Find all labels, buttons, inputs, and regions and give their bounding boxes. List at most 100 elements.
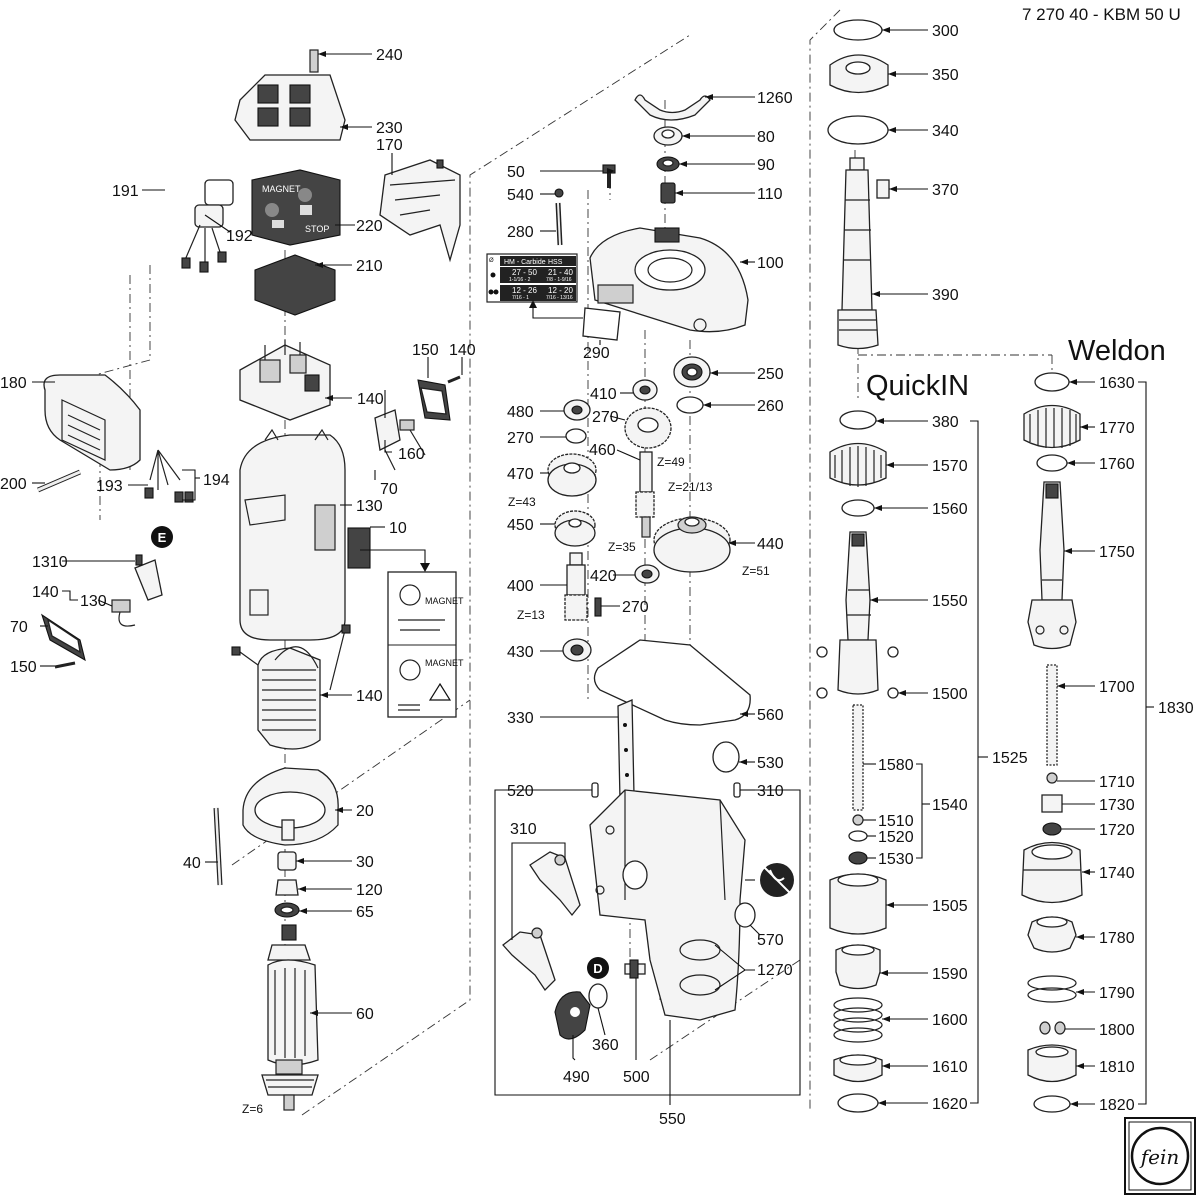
tooth-count-label: Z=49 (657, 455, 685, 469)
seal-110 (656, 156, 680, 172)
part-label-140: 140 (32, 584, 59, 601)
part-label-1700: 1700 (1099, 679, 1135, 696)
part-label-90: 90 (757, 157, 775, 174)
center-small-screws (554, 164, 616, 246)
tooth-count-label: Z=6 (242, 1102, 263, 1116)
part-label-360: 360 (592, 1037, 619, 1054)
circlip-460 (565, 428, 587, 444)
part-label-160: 160 (398, 446, 425, 463)
part-label-200: 200 (0, 476, 27, 493)
table-r1-hm-b: 1-1/16 - 2 (509, 277, 531, 283)
table-r2-hm-b: 7/16 - 1 (512, 295, 529, 301)
table-r2-hss-a: 12 - 20 (548, 286, 573, 295)
part-label-370: 370 (932, 182, 959, 199)
spring-1510 (852, 704, 864, 811)
part-label-520: 520 (507, 783, 534, 800)
quickin-heading: QuickIN (866, 370, 969, 402)
part-label-340: 340 (932, 123, 959, 140)
part-label-194: 194 (203, 472, 230, 489)
part-label-420: 420 (590, 568, 617, 585)
part-label-191: 191 (112, 183, 139, 200)
part-label-1600: 1600 (932, 1012, 968, 1029)
circlip-1540 (848, 851, 868, 865)
part-label-1750: 1750 (1099, 544, 1135, 561)
part-label-460: 460 (589, 442, 616, 459)
sleeve-1780 (1021, 841, 1083, 904)
part-label-350: 350 (932, 67, 959, 84)
gear-400 (653, 516, 731, 573)
cable-assembly (144, 72, 234, 503)
circlip-1740 (1042, 822, 1062, 836)
part-label-80: 80 (757, 129, 775, 146)
bearing-340 (829, 54, 889, 94)
part-label-60: 60 (356, 1006, 374, 1023)
knob-500 (554, 991, 591, 1040)
table-hm-header: HM - Carbide (504, 259, 546, 266)
fein-logo: fein (1124, 1117, 1196, 1195)
part-label-1780: 1780 (1099, 930, 1135, 947)
part-label-1510: 1510 (878, 813, 914, 830)
part-label-130: 130 (80, 593, 107, 610)
bushing-90 (653, 126, 683, 146)
grub-screw-100 (660, 182, 676, 204)
part-label-100: 100 (757, 255, 784, 272)
shaft-470 (635, 451, 655, 538)
part-label-30: 30 (356, 854, 374, 871)
screw-30 (213, 807, 223, 886)
pins-1810 (1039, 1021, 1066, 1035)
part-label-310: 310 (510, 821, 537, 838)
switch-stop-text: STOP (305, 224, 329, 234)
part-label-560: 560 (757, 707, 784, 724)
sleeve-1790 (1027, 916, 1077, 953)
sleeve-1590 (829, 873, 887, 935)
tooth-count-label: Z=35 (608, 540, 636, 554)
part-label-500: 500 (623, 1069, 650, 1086)
card-magnet-bottom-text: MAGNET (425, 658, 464, 668)
part-label-1540: 1540 (932, 797, 968, 814)
shank-1500 (837, 531, 879, 695)
part-label-530: 530 (757, 755, 784, 772)
part-label-1505: 1505 (932, 898, 968, 915)
knurled-nut-1560 (829, 442, 887, 487)
part-label-270: 270 (592, 409, 619, 426)
part-label-480: 480 (507, 404, 534, 421)
part-label-192: 192 (226, 228, 253, 245)
rail-560 (617, 699, 635, 801)
table-r1-hss-b: 7/8 - 1-9/16 (546, 277, 572, 283)
levers-570 (502, 851, 581, 992)
bushing-1720 (1041, 794, 1063, 813)
part-label-1590: 1590 (932, 966, 968, 983)
key-430 (594, 597, 602, 617)
marker-e-text: E (158, 530, 167, 545)
part-label-150: 150 (10, 659, 37, 676)
tooth-count-label: Z=43 (508, 495, 536, 509)
knurled-nut-1760 (1023, 404, 1081, 449)
end-plate-40 (242, 767, 339, 846)
part-label-130: 130 (356, 498, 383, 515)
washer-1530 (848, 830, 868, 842)
balls-1580 (816, 646, 899, 699)
warning-card: MAGNET MAGNET (387, 571, 464, 718)
armature-50 (261, 924, 319, 1111)
sleeve-1600 (835, 944, 881, 990)
fitting-550 (624, 959, 646, 979)
oring-490 (588, 983, 608, 1009)
part-label-40: 40 (183, 855, 201, 872)
part-label-1770: 1770 (1099, 420, 1135, 437)
part-label-70: 70 (380, 481, 398, 498)
part-label-1500: 1500 (932, 686, 968, 703)
ring-520 (712, 741, 740, 773)
part-label-65: 65 (356, 904, 374, 921)
gear-440 (554, 510, 596, 547)
part-label-1525: 1525 (992, 750, 1028, 767)
card-magnet-top-text: MAGNET (425, 596, 464, 606)
table-hss-header: HSS (548, 259, 563, 266)
part-label-260: 260 (757, 398, 784, 415)
sticker-1260 (582, 307, 621, 341)
table-r1-hm-a: 27 - 50 (512, 268, 537, 277)
board-210 (254, 254, 336, 316)
part-label-440: 440 (757, 536, 784, 553)
circlip-1770 (1034, 372, 1070, 392)
circlip-370 (827, 115, 889, 145)
